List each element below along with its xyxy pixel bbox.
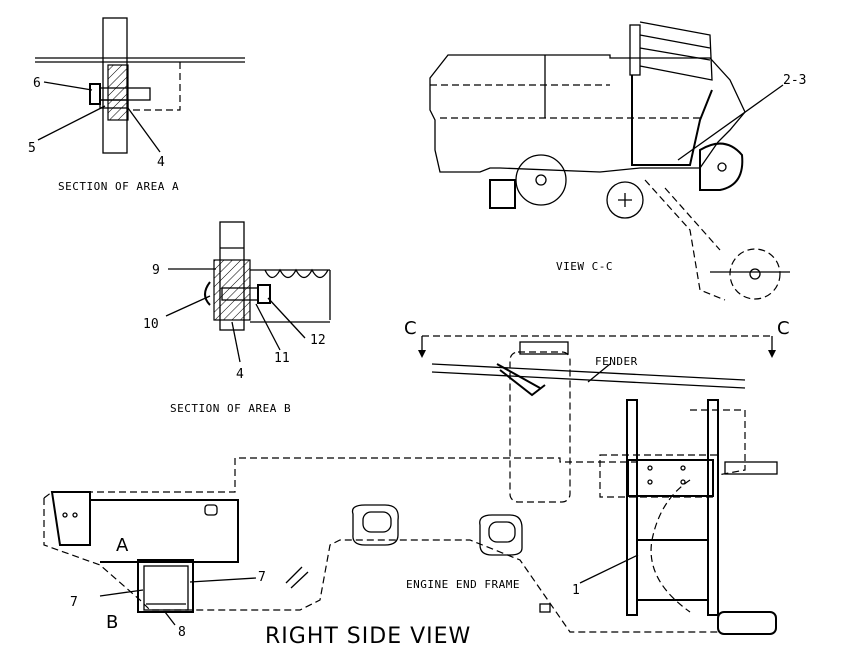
section-a-drawing — [35, 17, 245, 154]
callout-4-area-b: 4 — [236, 367, 244, 382]
callout-10: 10 — [143, 317, 159, 332]
callout-12: 12 — [310, 333, 326, 348]
section-a-caption: SECTION OF AREA A — [58, 180, 179, 193]
section-b-caption: SECTION OF AREA B — [170, 402, 291, 415]
callout-6: 6 — [33, 76, 41, 91]
callout-5: 5 — [28, 141, 36, 156]
area-b-marker: B — [106, 612, 118, 633]
right-side-leaders — [99, 363, 639, 626]
callout-8: 8 — [178, 625, 186, 640]
right-side-view-drawing — [43, 341, 778, 635]
cut-line-cc — [418, 335, 776, 358]
callout-11: 11 — [274, 351, 290, 366]
view-cc-caption: VIEW C-C — [556, 260, 613, 273]
view-cc-drawing — [429, 21, 790, 301]
section-b-leaders — [165, 268, 306, 363]
section-a-leaders — [37, 81, 161, 153]
area-a-marker: A — [116, 535, 129, 556]
engine-end-frame-label: ENGINE END FRAME — [406, 578, 520, 591]
callout-1: 1 — [572, 583, 580, 598]
callout-9: 9 — [152, 263, 160, 278]
section-b-drawing — [204, 221, 331, 331]
cut-label-c-left: C — [404, 318, 417, 339]
callout-7-left: 7 — [70, 595, 78, 610]
leader-2-3 — [677, 84, 784, 161]
right-side-view-caption: RIGHT SIDE VIEW — [265, 624, 471, 649]
fender-label: FENDER — [595, 355, 638, 368]
callout-2-3: 2-3 — [783, 73, 806, 88]
callout-7-right: 7 — [258, 570, 266, 585]
cut-label-c-right: C — [777, 318, 790, 339]
callout-4-area-a: 4 — [157, 155, 165, 170]
